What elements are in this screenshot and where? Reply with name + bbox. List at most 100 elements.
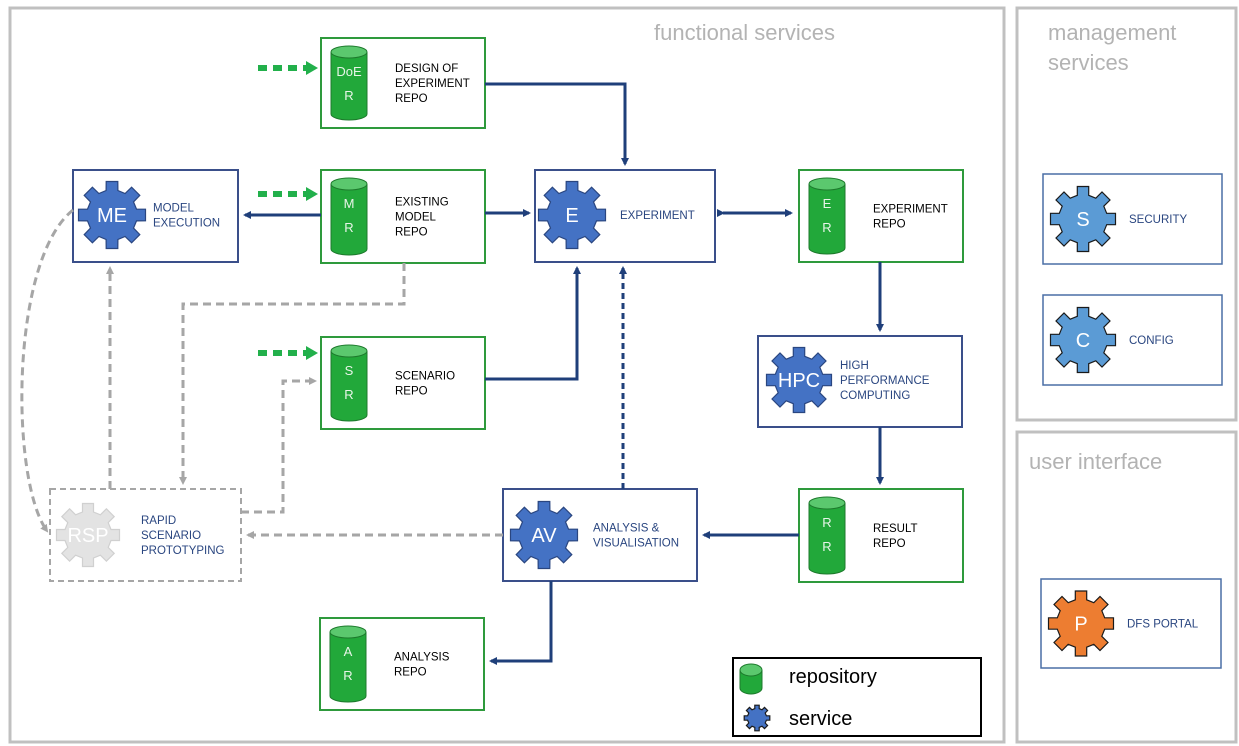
repo-cylinder-icon-sr-top-letter: S [345,363,354,378]
edges-layer [20,61,884,665]
repo-cylinder-icon-mr: MR [330,177,368,256]
management-node-c[interactable]: C CONFIG [1042,294,1223,386]
gear-icon-hpc: HPC [765,346,833,414]
region-title-functional: functional services [654,20,835,45]
service-node-av[interactable]: AV ANALYSIS & VISUALISATION [502,488,698,582]
gear-icon-p-abbr: P [1074,614,1087,636]
repo-cylinder-icon-rr: RR [808,496,846,575]
management-label-s: SECURITY [1129,214,1187,226]
management-node-p[interactable]: P DFS PORTAL [1040,578,1222,669]
repo-cylinder-icon-mr-bottom-letter: R [344,220,353,235]
repo-label-rr-line: REPO [873,538,906,550]
repo-label-er-line: REPO [873,219,906,231]
edge-rsp-to-sr [241,377,317,514]
repo-cylinder-icon-rr-top-letter: R [822,515,831,530]
service-label-av-line: VISUALISATION [593,538,679,550]
gear-icon-e: E [537,180,607,250]
service-label-hpc: HIGH PERFORMANCE COMPUTING [840,360,930,402]
repo-cylinder-icon-sr: SR [330,344,368,422]
legend: repository service [732,657,982,737]
gear-icon-rsp-abbr: RSP [67,525,108,547]
gear-icon-me-abbr: ME [97,205,127,227]
edge-mr-to-rsp [179,263,406,485]
repo-node-sr[interactable]: SR SCENARIO REPO [320,336,486,430]
repo-cylinder-icon-sr-bottom-letter: R [344,387,353,402]
service-label-me: MODEL EXECUTION [153,203,220,230]
region-title-management-line1: management [1048,20,1176,45]
service-label-me-line: EXECUTION [153,218,220,230]
gear-icon-s: S [1049,185,1117,253]
repo-cylinder-icon-ar-bottom-letter: R [343,668,352,683]
legend-cylinder [739,663,763,695]
repo-cylinder-icon-doe: DoE R [330,45,368,121]
repo-cylinder-icon-ar-top-letter: A [344,644,353,659]
legend-service-label: service [789,708,852,730]
management-label-s-line: SECURITY [1129,214,1187,226]
gear-icon-hpc-abbr: HPC [778,370,820,392]
edge-me-to-rsp-curve [20,208,74,533]
repo-label-doe-line: REPO [395,93,428,105]
service-label-rsp-line: RAPID [141,515,176,527]
repo-node-mr[interactable]: MR EXISTING MODEL REPO [320,169,486,264]
service-label-me-line: MODEL [153,203,195,215]
repo-label-sr-line: SCENARIO [395,371,455,383]
repo-label-mr-line: MODEL [395,212,437,224]
region-title-management-line2: services [1048,50,1129,75]
management-label-p: DFS PORTAL [1127,619,1199,631]
gear-icon-e-abbr: E [565,205,578,227]
service-node-e[interactable]: E EXPERIMENT [534,169,716,263]
edge-av-to-ar [489,581,553,665]
gear-icon-rsp: RSP [55,502,121,568]
repo-node-er[interactable]: ER EXPERIMENT REPO [798,169,964,263]
region-title-ui: user interface [1029,449,1162,474]
service-node-me[interactable]: ME MODEL EXECUTION [72,169,239,263]
service-label-rsp-line: PROTOTYPING [141,545,225,557]
repo-cylinder-icon-mr-top-letter: M [344,196,355,211]
gear-icon-p: P [1047,590,1115,657]
repo-cylinder-icon-doe-top-letter: DoE [336,64,362,79]
gear-icon-s-abbr: S [1076,209,1089,231]
region-management-services: management services [1015,6,1238,422]
repo-cylinder-icon-er-top-letter: E [823,196,832,211]
service-label-hpc-line: COMPUTING [840,390,910,402]
repo-cylinder-icon-doe-bottom-letter: R [344,88,353,103]
legend-repository-label: repository [789,666,877,688]
legend-repository-icon [739,663,763,695]
gear-icon-av-abbr: AV [531,525,557,547]
repo-label-sr: SCENARIO REPO [395,371,455,398]
repo-label-er-line: EXPERIMENT [873,204,948,216]
repo-cylinder-icon-rr-bottom-letter: R [822,539,831,554]
service-label-hpc-line: HIGH [840,360,869,372]
repo-label-er: EXPERIMENT REPO [873,204,948,231]
gear-icon-c: C [1049,306,1117,374]
service-label-av-line: ANALYSIS & [593,523,660,535]
management-label-c-line: CONFIG [1129,335,1174,347]
management-node-s[interactable]: S SECURITY [1042,173,1223,265]
gear-icon-c-abbr: C [1076,330,1090,352]
edge-doe-to-e [485,82,629,166]
repo-label-sr-line: REPO [395,386,428,398]
repo-label-mr-line: EXISTING [395,197,449,209]
region-functional-services: functional services [8,6,1006,744]
management-label-p-line: DFS PORTAL [1127,619,1199,631]
repo-label-mr-line: REPO [395,227,428,239]
legend-gear [743,704,771,732]
service-label-e: EXPERIMENT [620,210,695,222]
edge-sr-to-e [485,266,581,381]
repo-cylinder-icon-ar: AR [329,625,367,703]
region-user-interface: user interface [1015,430,1238,744]
service-label-hpc-line: PERFORMANCE [840,375,930,387]
region-title-management: management services [1048,20,1183,75]
repo-label-ar-line: REPO [394,667,427,679]
repo-label-mr: EXISTING MODEL REPO [395,197,449,239]
service-node-hpc[interactable]: HPC HIGH PERFORMANCE COMPUTING [757,335,963,428]
repo-cylinder-icon-er-bottom-letter: R [822,220,831,235]
